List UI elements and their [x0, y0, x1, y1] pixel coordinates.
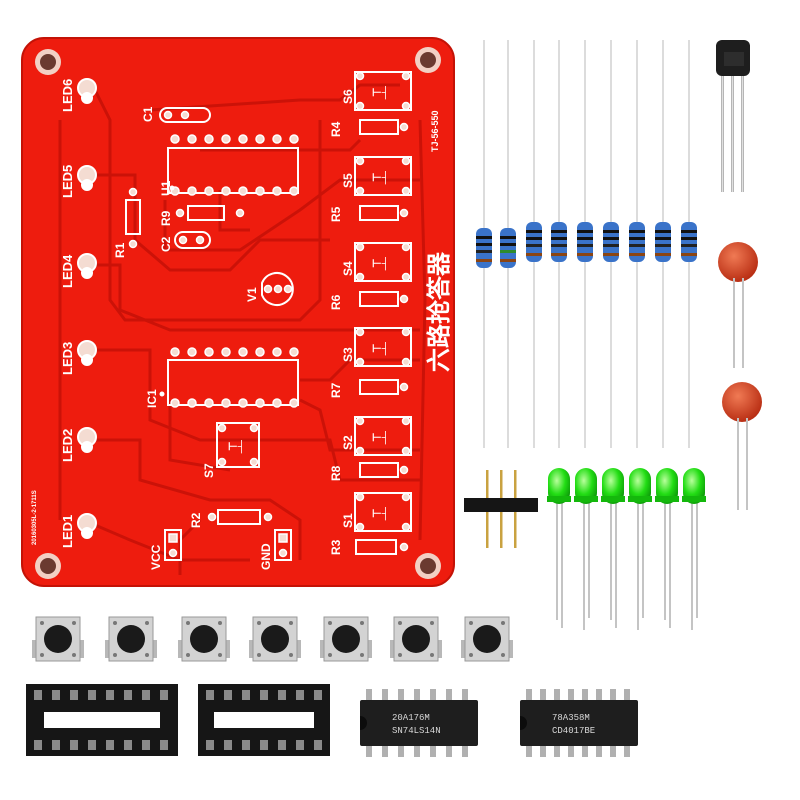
svg-text:⊢┤: ⊢┤	[372, 506, 389, 521]
resistor	[476, 228, 492, 268]
tactile-button	[390, 616, 442, 662]
board-title: 六路抢答器	[425, 251, 453, 372]
mounting-holes	[35, 47, 441, 579]
silk-r8: R8	[329, 465, 343, 481]
silk-r6: R6	[329, 294, 343, 310]
pcb-board: LED6 LED5 LED4 LED3 LED2 LED1 20160305L-…	[21, 37, 455, 587]
tactile-button	[178, 616, 230, 662]
silk-gnd: GND	[259, 543, 273, 570]
silk-s6: S6	[341, 89, 355, 104]
silk-led5: LED5	[60, 165, 75, 198]
resistor	[655, 222, 671, 262]
led	[682, 468, 706, 630]
led	[601, 468, 625, 628]
silk-ic1: IC1	[145, 389, 159, 408]
svg-text:⊢┤: ⊢┤	[372, 170, 389, 185]
footprint-ic1	[167, 347, 299, 408]
silk-r1: R1	[113, 242, 127, 258]
ic-chip-cd4017: 78A358M CD4017BE	[520, 700, 638, 746]
tactile-button	[461, 616, 513, 662]
silk-led2: LED2	[60, 429, 75, 462]
resistor	[577, 222, 593, 262]
silk-led6: LED6	[60, 79, 75, 112]
silk-r5: R5	[329, 206, 343, 222]
svg-text:⊢┤: ⊢┤	[372, 85, 389, 100]
resistors	[476, 40, 697, 448]
tactile-button	[105, 616, 157, 662]
silk-u1: U1	[159, 180, 173, 196]
silk-s5: S5	[341, 173, 355, 188]
ic-socket-left	[26, 684, 178, 756]
silk-r9: R9	[159, 210, 173, 226]
silk-s2: S2	[341, 435, 355, 450]
silk-c2: C2	[159, 236, 173, 252]
led	[655, 468, 679, 628]
silk-r4: R4	[329, 121, 343, 137]
chip-right-line2: CD4017BE	[552, 726, 595, 736]
transistor	[716, 40, 750, 192]
chip-right-line1: 78A358M	[552, 713, 590, 723]
silk-r2: R2	[189, 512, 203, 528]
silk-vcc: VCC	[149, 544, 163, 570]
silk-r7: R7	[329, 382, 343, 398]
led	[628, 468, 652, 630]
ceramic-capacitors	[718, 242, 762, 510]
silk-v1: V1	[245, 287, 259, 302]
resistor	[681, 222, 697, 262]
silk-r3: R3	[329, 539, 343, 555]
led	[574, 468, 598, 630]
led	[547, 468, 571, 628]
board-code: TJ-56-550	[430, 110, 440, 152]
pin-header	[464, 470, 538, 548]
svg-text:⊢┤: ⊢┤	[372, 256, 389, 271]
resistor	[526, 222, 542, 262]
tactile-buttons	[32, 616, 513, 662]
silk-edge-code: 20160305L-2-1711S	[32, 490, 38, 545]
resistor	[629, 222, 645, 262]
silk-led3: LED3	[60, 342, 75, 375]
svg-text:⊢┤: ⊢┤	[228, 439, 245, 454]
silk-s3: S3	[341, 347, 355, 362]
silk-s4: S4	[341, 261, 355, 276]
silk-led1: LED1	[60, 515, 75, 548]
ic-chip-74ls14: 20A176M SN74LS14N	[360, 700, 478, 746]
silk-s7: S7	[202, 463, 216, 478]
silk-led4: LED4	[60, 254, 75, 288]
silk-s1: S1	[341, 513, 355, 528]
chip-left-line2: SN74LS14N	[392, 726, 441, 736]
tactile-button	[32, 616, 84, 662]
silk-c1: C1	[141, 106, 155, 122]
resistor	[603, 222, 619, 262]
tactile-button	[320, 616, 372, 662]
resistor	[551, 222, 567, 262]
green-leds	[547, 468, 706, 630]
tactile-button	[249, 616, 301, 662]
svg-text:⊢┤: ⊢┤	[372, 341, 389, 356]
chip-left-line1: 20A176M	[392, 713, 430, 723]
svg-text:⊢┤: ⊢┤	[372, 430, 389, 445]
resistor	[500, 228, 516, 268]
